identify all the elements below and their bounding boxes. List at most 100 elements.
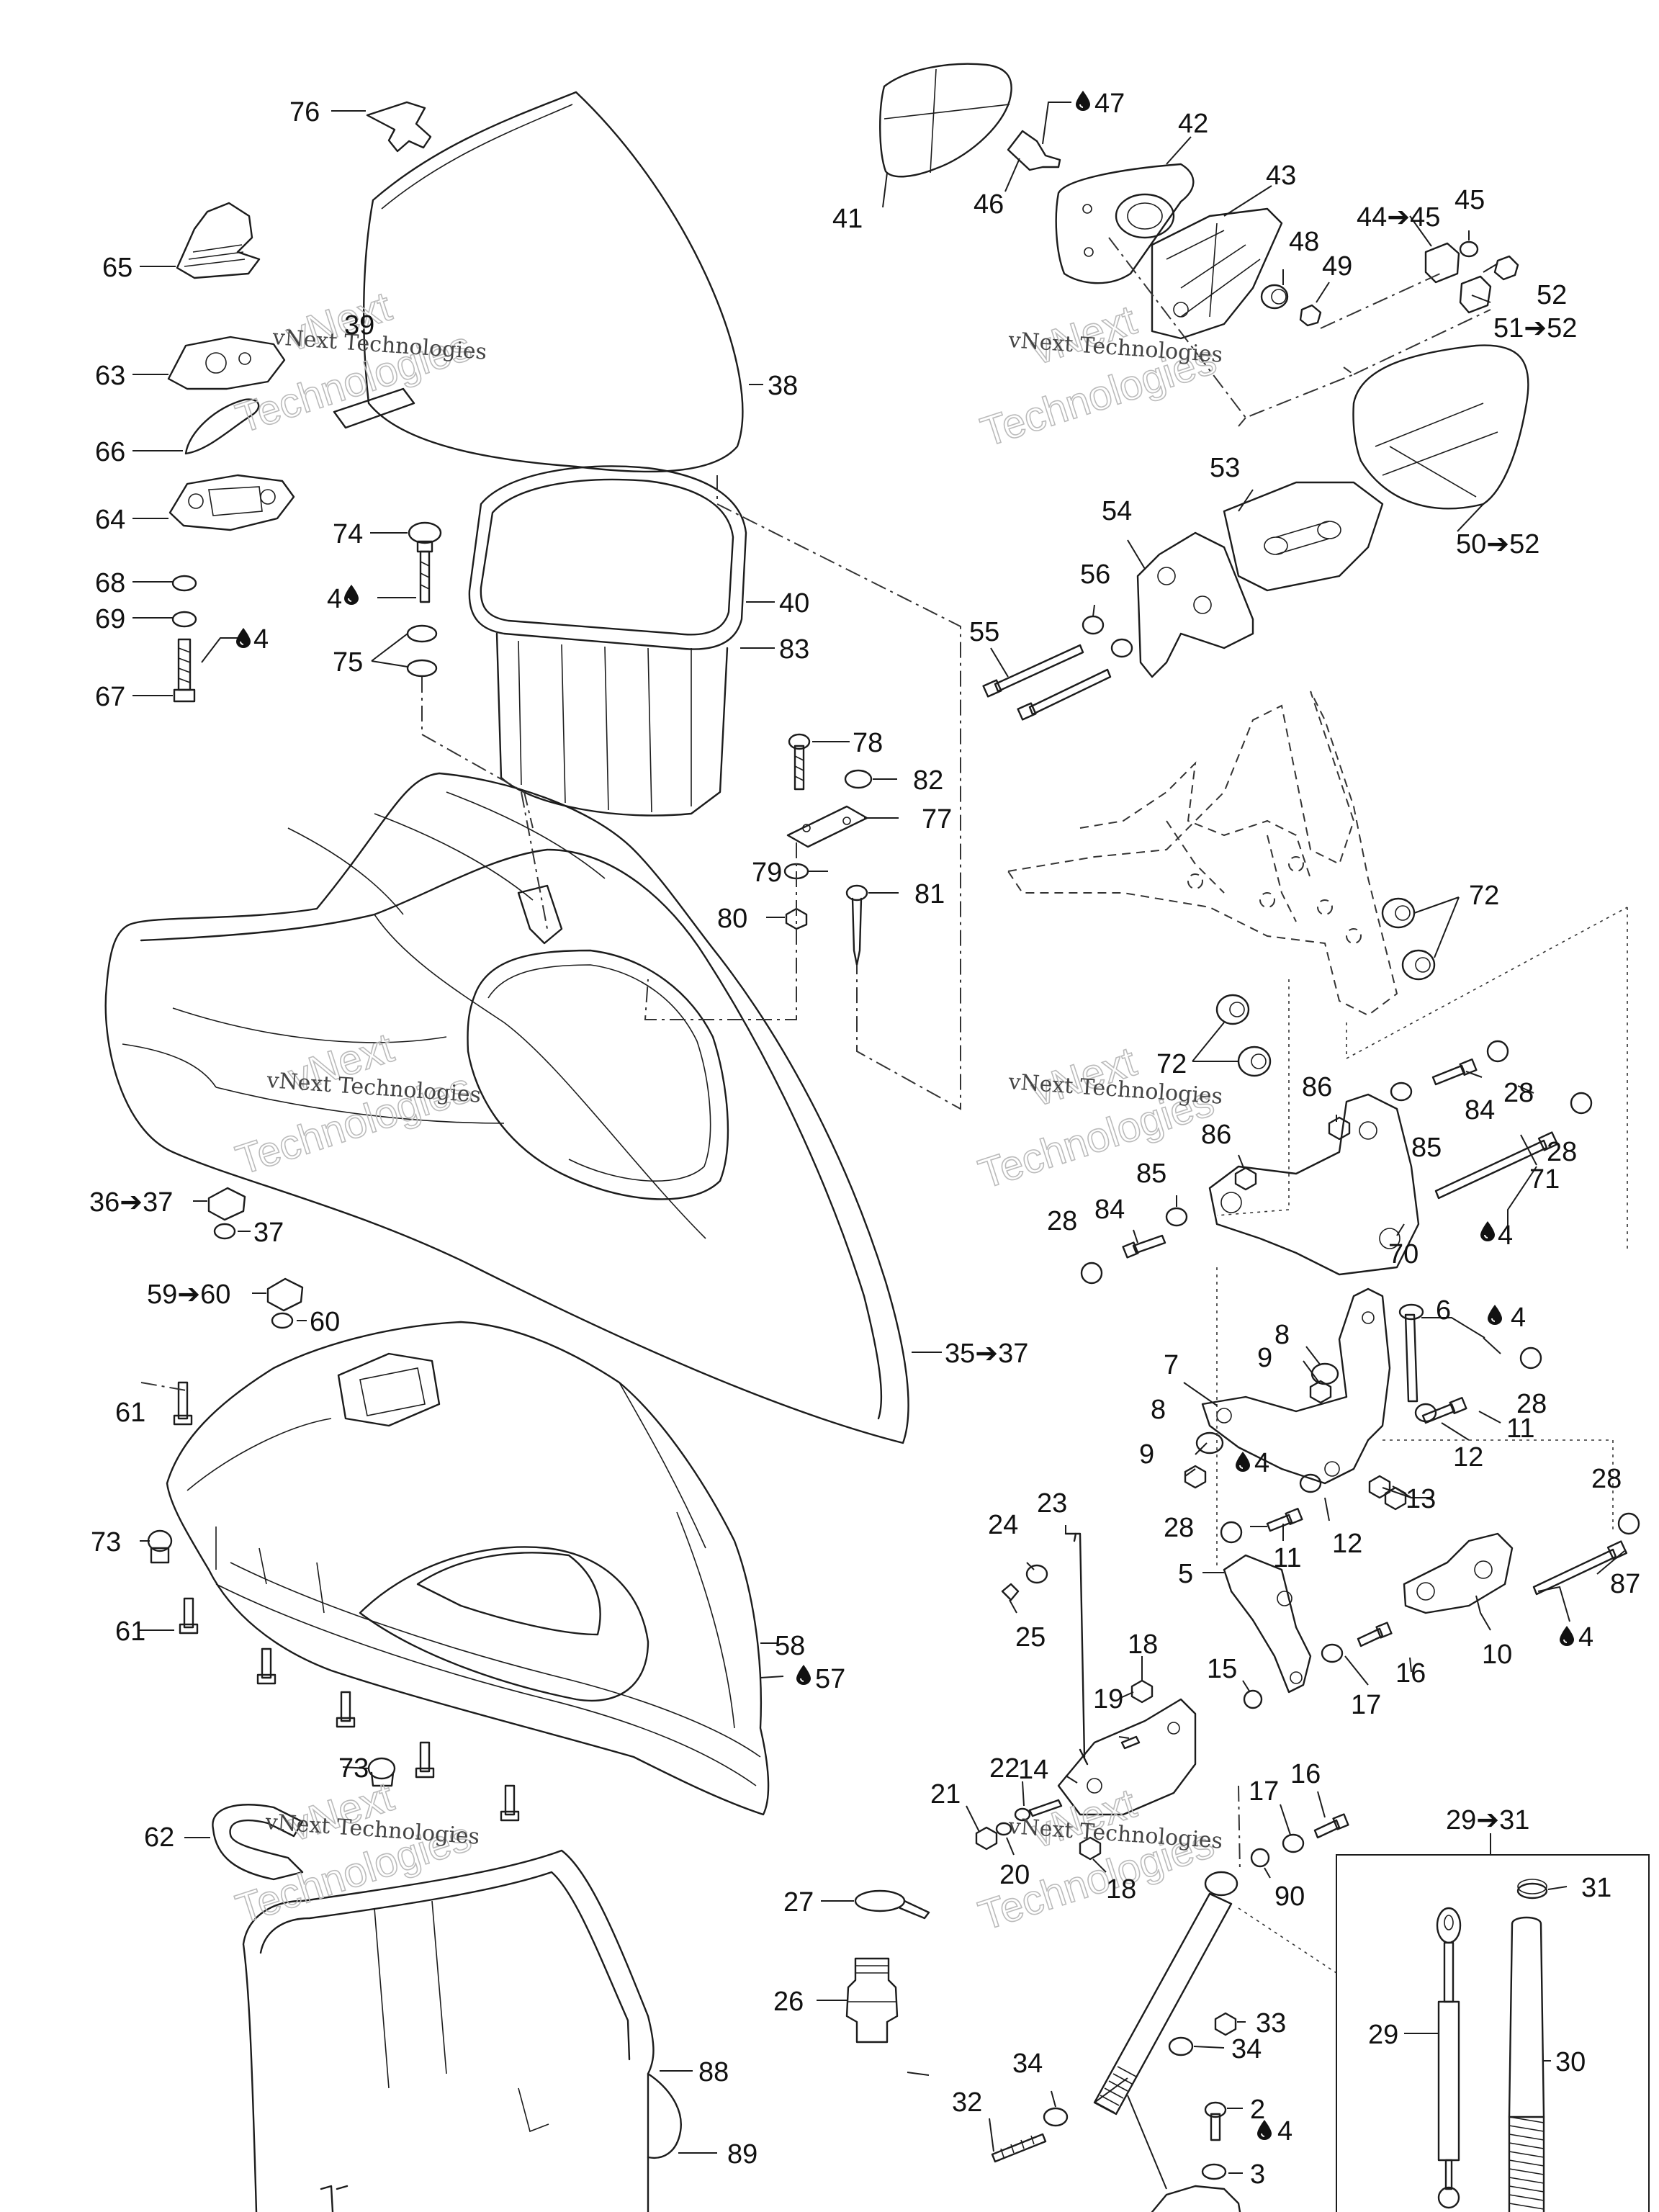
knob-46-part [1007, 130, 1061, 171]
callout-label: 51➔52 [1493, 313, 1577, 343]
bolt-16-part [1313, 1622, 1393, 1839]
callout-label: 16 [1290, 1759, 1321, 1789]
bushing-28-part [1080, 1040, 1640, 1544]
callout-label: 38 [768, 371, 798, 401]
strap-66-part [184, 398, 260, 455]
washers-75-part [406, 624, 438, 678]
nut-33-part [1214, 2012, 1237, 2036]
frame-outline-part [1007, 691, 1398, 1017]
callout-label: 84 [1094, 1195, 1125, 1225]
washer-3-part [1201, 2163, 1227, 2180]
callout-label: 9 [1257, 1343, 1272, 1373]
pin-71-part [1434, 1131, 1559, 1200]
mirror-glass-part [879, 63, 1012, 178]
callout-label: 70 [1388, 1239, 1419, 1269]
spring-30-part [1508, 1916, 1545, 2212]
clamp-27-part [854, 1889, 930, 1920]
callout-label: 28 [1547, 1137, 1577, 1167]
callout-label: 17 [1351, 1690, 1381, 1720]
clip-65-part [176, 202, 261, 279]
drop-icon [1480, 1221, 1495, 1241]
callout-label: 4 [1254, 1448, 1269, 1478]
callout-label: 40 [779, 588, 809, 619]
callout-label: 62 [144, 1822, 174, 1853]
screw-19-part [1120, 1735, 1141, 1750]
callout-label: 18 [1128, 1629, 1158, 1660]
callout-label: 14 [1018, 1755, 1048, 1785]
callout-label: 36➔37 [89, 1187, 173, 1218]
callout-label: 50➔52 [1456, 529, 1539, 559]
rivet-81-part [845, 884, 868, 966]
bracket-54-part [1136, 531, 1254, 678]
washer-12-part [1299, 1403, 1437, 1493]
callout-label: 4 [1277, 2116, 1292, 2146]
nut-60-part [271, 1312, 294, 1329]
gas-spring-29-part [1436, 1907, 1462, 2209]
spring-48-part [1260, 284, 1289, 310]
callout-label: 4 [1511, 1303, 1526, 1333]
fitting-26-part [845, 1957, 899, 2044]
mirror-cover-50-part [1352, 344, 1529, 510]
callout-label: 84 [1465, 1095, 1495, 1125]
callout-label: 34 [1231, 2034, 1262, 2064]
callout-label: 43 [1266, 161, 1296, 191]
callout-label: 45 [1455, 185, 1485, 215]
block-51-part [1459, 275, 1492, 314]
bolts-61-part [173, 1381, 520, 1822]
bolts-55-part [982, 644, 1112, 721]
callout-label: 87 [1610, 1569, 1640, 1599]
screw-67-part [173, 638, 196, 703]
leader-lines [132, 102, 1625, 2174]
callout-label: 17 [1249, 1776, 1279, 1807]
callout-label: 28 [1591, 1464, 1622, 1494]
callout-label: 39 [344, 310, 374, 341]
callout-label: 28 [1164, 1513, 1194, 1543]
reference-lines [140, 237, 1628, 2190]
pin-87-part [1532, 1540, 1628, 1596]
callout-label: 85 [1136, 1159, 1166, 1189]
clip-76-part [366, 101, 432, 153]
pad-39-part [333, 387, 415, 429]
callout-label: 2 [1250, 2095, 1265, 2125]
callout-label: 13 [1406, 1484, 1436, 1514]
screw-78-part [788, 733, 811, 791]
callout-label: 27 [783, 1887, 814, 1917]
callout-label: 8 [1151, 1395, 1166, 1425]
callout-label: 57 [815, 1664, 845, 1694]
drop-icon [1488, 1305, 1502, 1325]
callout-label: 24 [988, 1510, 1018, 1540]
storage-bin-part [468, 465, 747, 817]
drop-icon [344, 585, 359, 605]
callout-label: 49 [1322, 251, 1352, 282]
gas-spring-part [1093, 1871, 1238, 2116]
callout-label: 23 [1037, 1488, 1067, 1519]
callout-label: 79 [752, 858, 782, 888]
callout-label: 76 [289, 97, 320, 127]
callout-label: 44➔45 [1357, 202, 1440, 233]
nut-52-part [1493, 255, 1519, 281]
callout-label: 86 [1302, 1072, 1332, 1102]
callout-label: 28 [1047, 1206, 1077, 1236]
cage-nut-59-part [266, 1277, 304, 1312]
drop-icon [236, 628, 251, 648]
callout-label: 72 [1156, 1049, 1187, 1079]
callout-label: 25 [1015, 1622, 1046, 1653]
callout-label: 12 [1332, 1529, 1362, 1559]
base-64-part [168, 474, 295, 531]
drop-icon [1236, 1452, 1250, 1472]
callout-label: 35➔37 [945, 1339, 1028, 1369]
callout-label: 4 [1498, 1220, 1513, 1251]
bag-88-part [242, 1849, 682, 2212]
callout-label: 28 [1516, 1389, 1547, 1419]
bracket-14-part [1057, 1698, 1197, 1816]
callout-label: 81 [914, 879, 945, 909]
callout-label: 53 [1210, 453, 1240, 483]
nut-9-part [1184, 1380, 1332, 1489]
callout-label: 73 [91, 1527, 121, 1557]
callout-label: 83 [779, 634, 809, 665]
mirror-housing-42-part [1055, 163, 1195, 284]
bolt-11-part [1266, 1397, 1467, 1532]
callout-label: 54 [1102, 496, 1132, 526]
bolt-84-part [1122, 1058, 1478, 1259]
hood-35-part [104, 772, 909, 1444]
